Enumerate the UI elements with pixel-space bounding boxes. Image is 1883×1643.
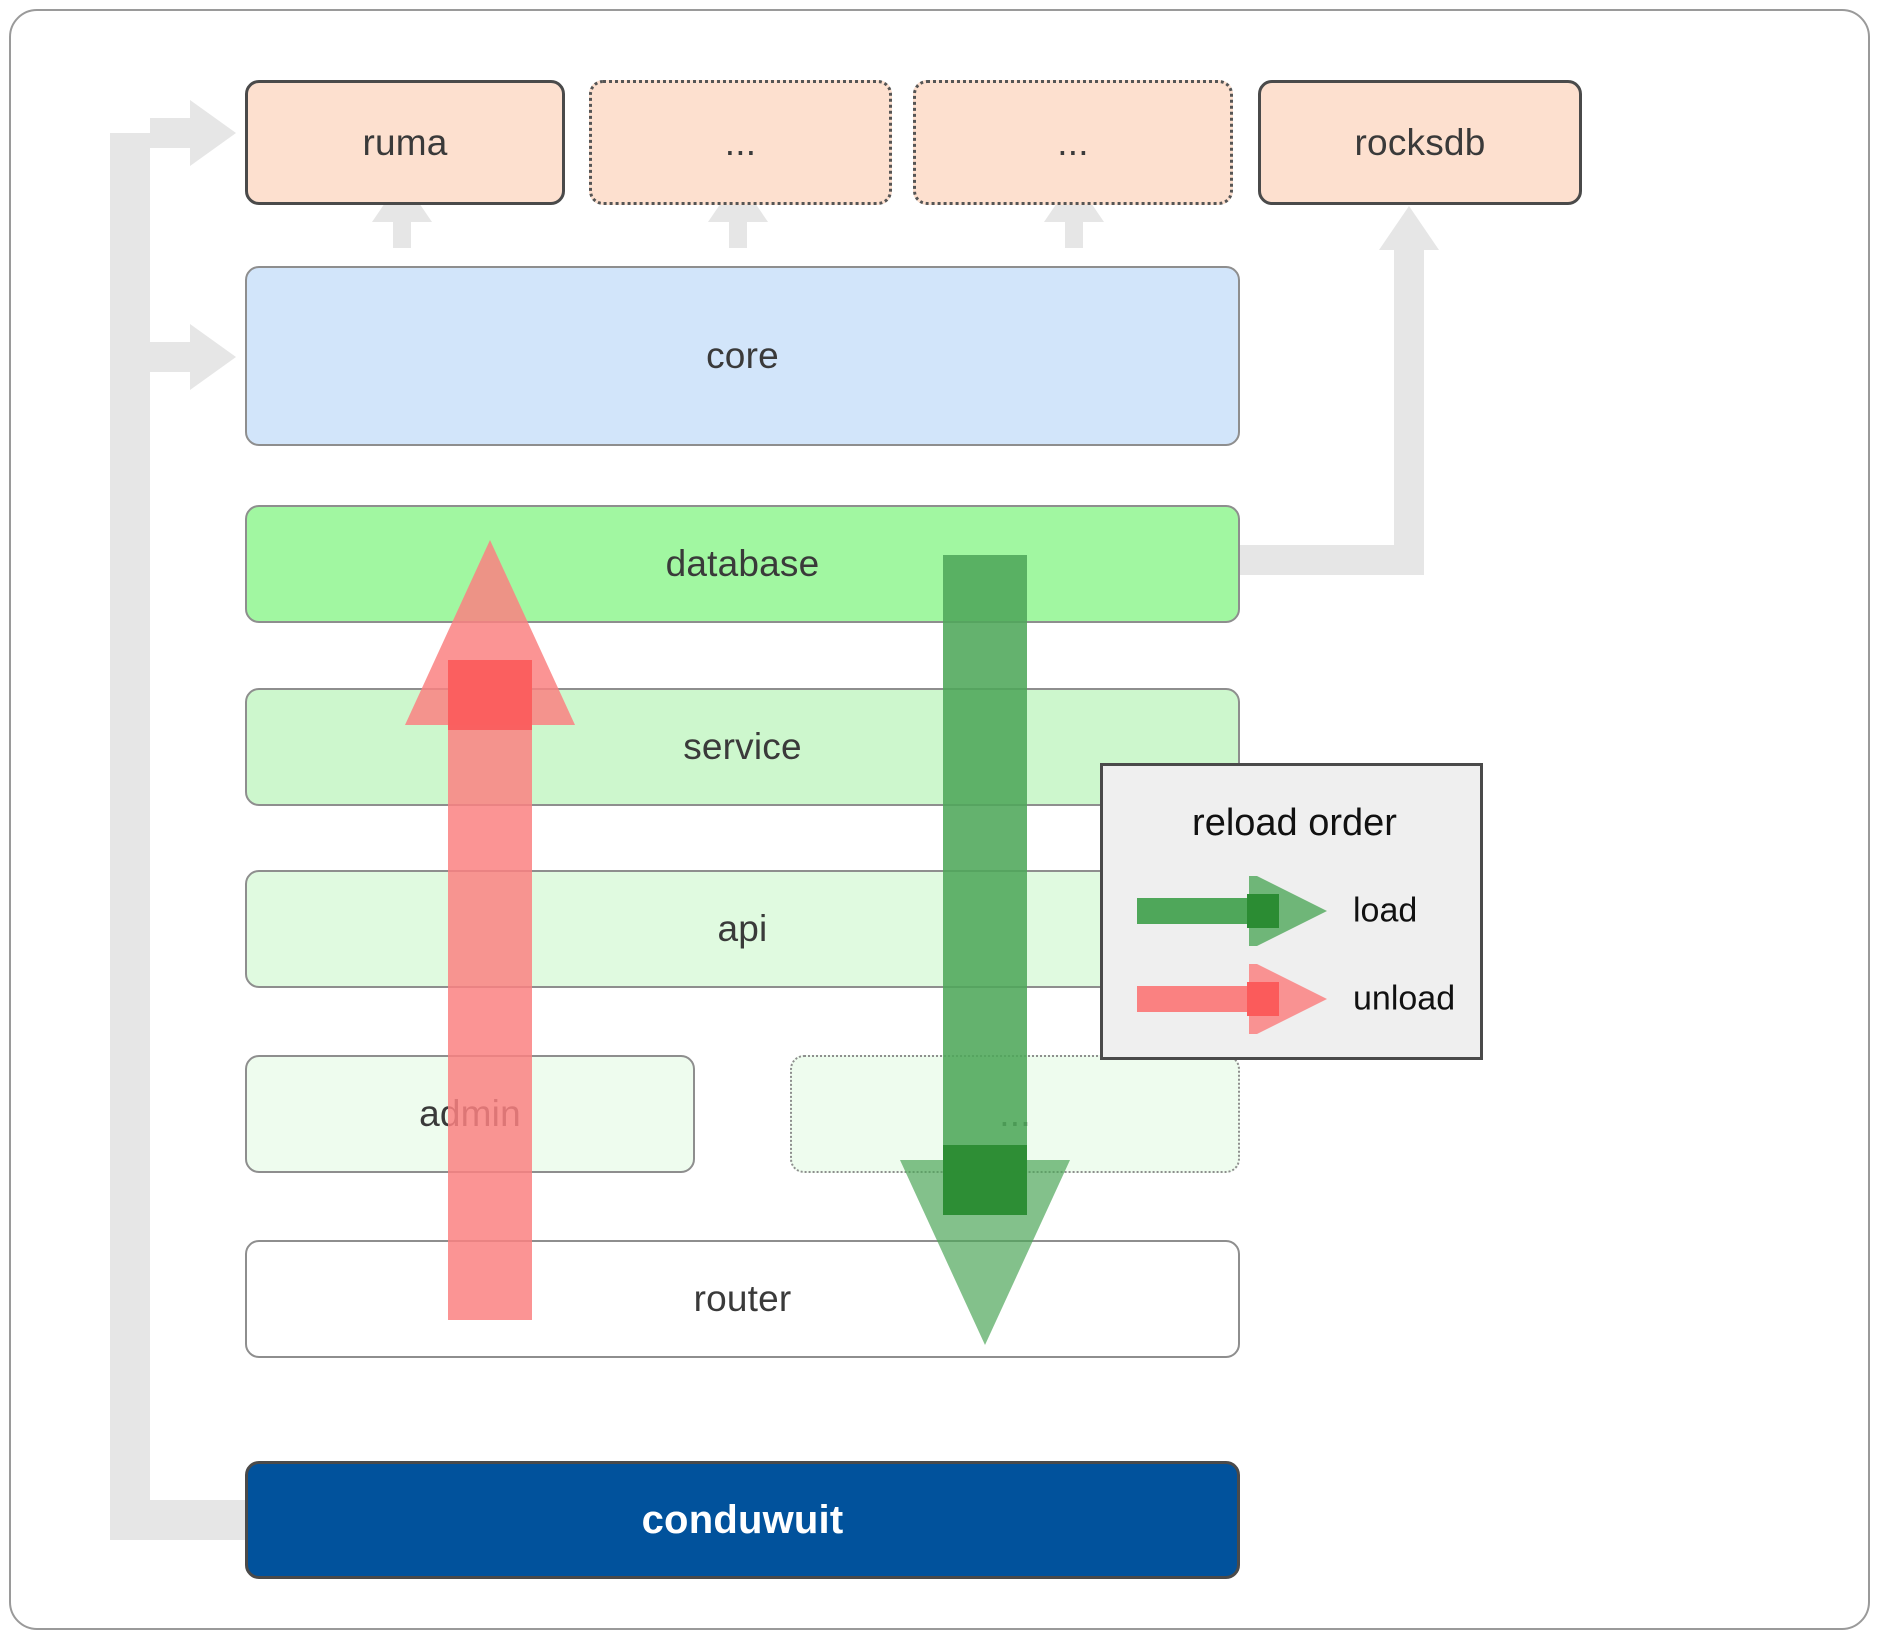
crate-label: ruma [362, 121, 448, 163]
legend-panel: reload order load unload [1100, 763, 1483, 1060]
layer-box-api[interactable]: api [245, 870, 1240, 988]
crate-label: rocksdb [1354, 121, 1486, 163]
load-arrow [900, 555, 1070, 1345]
legend-row-unload: unload [1103, 964, 1486, 1034]
crate-box-ruma[interactable]: ruma [245, 80, 565, 205]
layer-label: database [665, 543, 820, 584]
unload-legend-icon [1137, 964, 1327, 1034]
layer-box-database[interactable]: database [245, 505, 1240, 623]
layer-box-service[interactable]: service [245, 688, 1240, 806]
crate-box-ellipsis-1[interactable]: ... [589, 80, 892, 205]
layer-box-router[interactable]: router [245, 1240, 1240, 1358]
binary-label: conduwuit [641, 1497, 844, 1542]
unload-arrow [405, 540, 575, 1320]
legend-title: reload order [1192, 802, 1397, 844]
layer-box-core[interactable]: core [245, 266, 1240, 446]
crate-label: ... [1057, 121, 1089, 163]
crate-box-ellipsis-2[interactable]: ... [913, 80, 1233, 205]
layer-label: core [706, 335, 779, 376]
legend-label-load: load [1353, 891, 1418, 930]
layer-label: service [683, 726, 802, 767]
layer-label: router [693, 1278, 792, 1319]
legend-label-unload: unload [1353, 979, 1456, 1018]
binary-box-conduwuit[interactable]: conduwuit [245, 1461, 1240, 1579]
load-legend-icon [1137, 876, 1327, 946]
crate-box-rocksdb[interactable]: rocksdb [1258, 80, 1582, 205]
crate-label: ... [724, 121, 757, 163]
legend-row-load: load [1103, 876, 1486, 946]
layer-label: api [717, 908, 768, 949]
